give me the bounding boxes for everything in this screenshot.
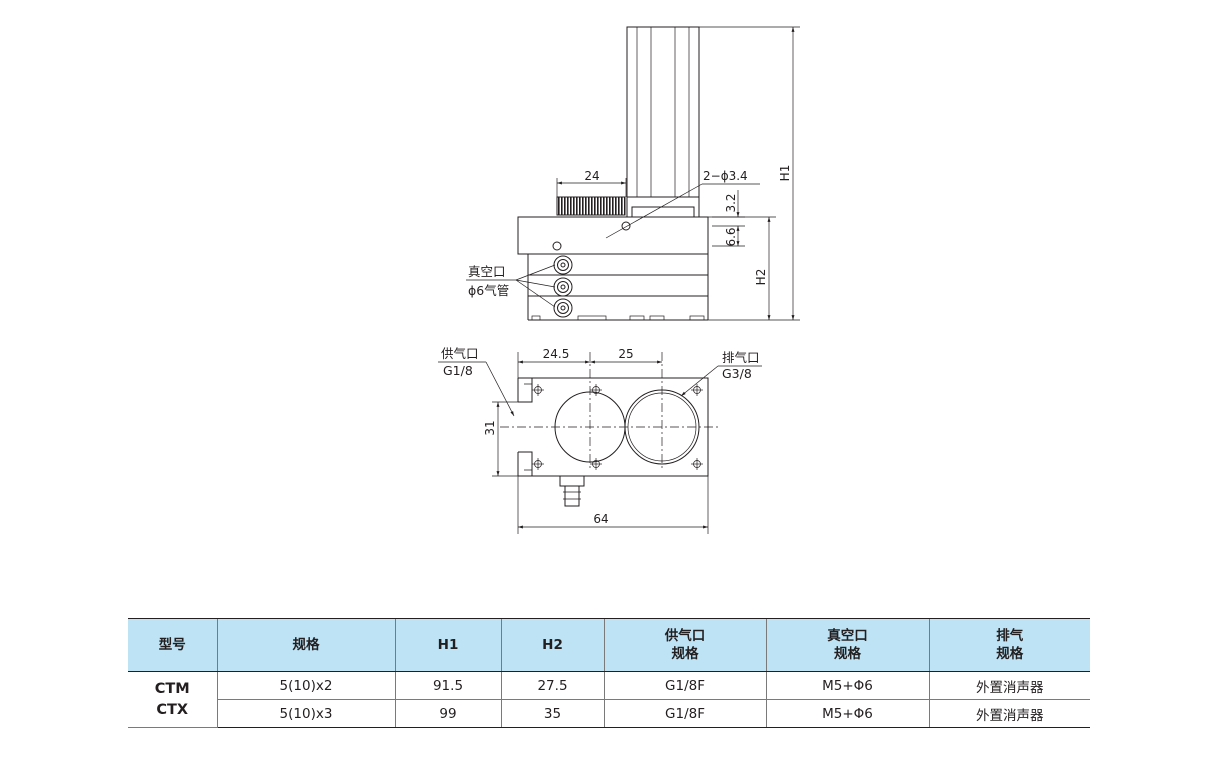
cell-supply-port: G1/8F	[603, 699, 766, 728]
cell-spec: 5(10)x3	[216, 699, 395, 728]
exhaust-port-spec: G3/8	[722, 366, 752, 381]
cell-vacuum-port: M5+Φ6	[765, 671, 929, 700]
supply-port-spec: G1/8	[443, 363, 473, 378]
dimension-64-text: 64	[593, 512, 608, 526]
dimension-h1: H1	[699, 26, 800, 321]
knurled-knob	[556, 196, 626, 216]
dimension-31: 31	[483, 401, 518, 477]
dimension-24-5-text: 24.5	[543, 347, 570, 361]
technical-drawing: 24 2−ϕ3.4 3.2 6.6 H2	[438, 26, 800, 534]
model-cell: CTM CTX	[128, 671, 217, 728]
exhaust-port-label: 排气口	[722, 350, 760, 365]
supply-port-label: 供气口	[441, 346, 479, 361]
header-supply-port: 供气口规格	[603, 618, 766, 672]
dimension-31-text: 31	[483, 420, 497, 435]
vacuum-port-callout: 真空口 ϕ6气管	[466, 264, 556, 308]
bottom-view: 24.5 25 31 64 供气口 G1/8 排气口 G	[438, 346, 762, 534]
header-vacuum-port: 真空口规格	[765, 618, 929, 672]
mounting-holes	[532, 384, 703, 470]
ejector-body	[517, 216, 709, 321]
cell-exhaust: 外置消声器	[928, 699, 1090, 728]
header-model: 型号	[128, 618, 217, 672]
dimension-24-text: 24	[584, 169, 599, 183]
dimension-64: 64	[517, 476, 709, 534]
cell-exhaust: 外置消声器	[928, 671, 1090, 700]
cell-h2: 35	[500, 699, 604, 728]
header-exhaust: 排气规格	[928, 618, 1090, 672]
exhaust-port-callout: 排气口 G3/8	[680, 350, 762, 397]
spec-table: 型号 规格 H1 H2 供气口规格 真空口规格 排气规格 CTM CTX 5(1…	[128, 618, 1090, 728]
header-spec: 规格	[216, 618, 395, 672]
dimension-25-text: 25	[618, 347, 633, 361]
h2-text: H2	[754, 269, 768, 286]
table-row: 5(10)x3 99 35 G1/8F M5+Φ6 外置消声器	[128, 699, 1090, 728]
vacuum-port-fittings	[553, 255, 573, 318]
base-plate	[517, 377, 709, 477]
cell-spec: 5(10)x2	[216, 671, 395, 700]
cell-h2: 27.5	[500, 671, 604, 700]
barb-fitting	[559, 475, 585, 507]
vacuum-port-label: 真空口	[468, 264, 506, 279]
muffler-body	[626, 26, 700, 218]
cell-h1: 99	[394, 699, 501, 728]
table-header-row: 型号 规格 H1 H2 供气口规格 真空口规格 排气规格	[128, 618, 1090, 672]
hole-callout: 2−ϕ3.4	[605, 169, 760, 239]
h1-text: H1	[778, 165, 792, 182]
cell-supply-port: G1/8F	[603, 671, 766, 700]
side-view: 24 2−ϕ3.4 3.2 6.6 H2	[466, 26, 800, 321]
dimension-24: 24	[556, 169, 627, 197]
table-row: CTM CTX 5(10)x2 91.5 27.5 G1/8F M5+Φ6 外置…	[128, 671, 1090, 728]
dimension-3-2-text: 3.2	[724, 193, 738, 212]
cell-h1: 91.5	[394, 671, 501, 700]
header-h2: H2	[500, 618, 604, 672]
hole-spec-text: 2−ϕ3.4	[703, 169, 748, 183]
dimension-3-2-and-6-6: 3.2 6.6	[712, 190, 745, 247]
tube-label: ϕ6气管	[468, 283, 509, 298]
cell-vacuum-port: M5+Φ6	[765, 699, 929, 728]
header-h1: H1	[394, 618, 501, 672]
dimension-24-5-and-25: 24.5 25	[517, 347, 662, 378]
dimension-6-6-text: 6.6	[724, 227, 738, 246]
supply-port-callout: 供气口 G1/8	[438, 346, 515, 417]
dimension-h2: H2	[708, 216, 776, 321]
